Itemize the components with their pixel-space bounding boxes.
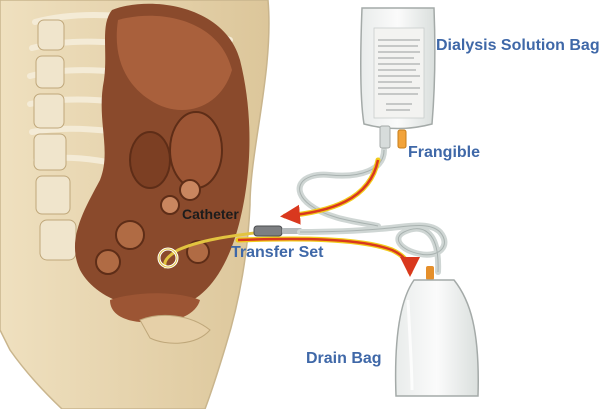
label-dialysis-solution-bag: Dialysis Solution Bag: [436, 38, 600, 54]
torso-illustration: [0, 0, 269, 409]
drain-bag: [396, 266, 479, 396]
transfer-set-connector: [254, 226, 302, 236]
label-catheter: Catheter: [182, 207, 239, 221]
label-drain-bag: Drain Bag: [306, 351, 382, 367]
dialysis-solution-bag: [361, 8, 435, 148]
label-frangible: Frangible: [408, 145, 480, 161]
label-transfer-set: Transfer Set: [231, 245, 323, 261]
